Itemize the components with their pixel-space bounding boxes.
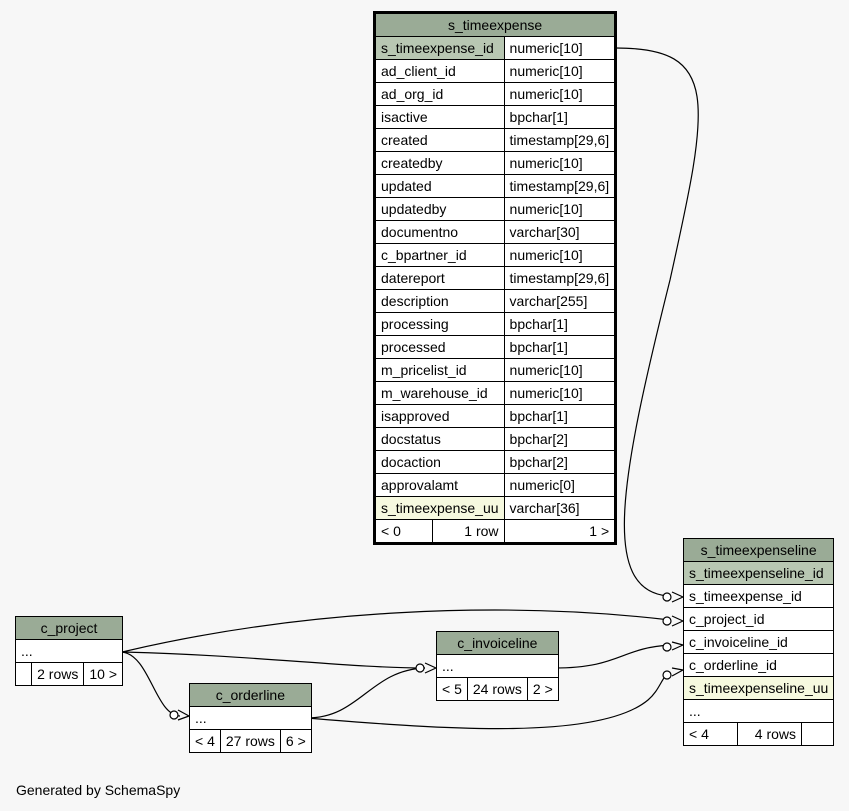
crowfoot-marker bbox=[671, 641, 684, 651]
column-name: createdby bbox=[374, 151, 505, 175]
column-name: approvalamt bbox=[374, 473, 505, 497]
more-columns: ... bbox=[682, 699, 835, 723]
column-type: numeric[10] bbox=[503, 59, 617, 83]
table-title[interactable]: c_invoiceline bbox=[436, 631, 559, 655]
row-count: 24 rows bbox=[466, 677, 528, 701]
column-name: s_timeexpense_id bbox=[374, 36, 505, 60]
column-name: s_timeexpenseline_id bbox=[682, 561, 835, 585]
column-name: updatedby bbox=[374, 197, 505, 221]
column-name: s_timeexpense_id bbox=[682, 584, 835, 608]
parents-count[interactable]: < 0 bbox=[374, 519, 433, 544]
table-title[interactable]: c_orderline bbox=[189, 683, 312, 707]
column-name: documentno bbox=[374, 220, 505, 244]
table-s-timeexpenseline[interactable]: s_timeexpenseline s_timeexpenseline_id s… bbox=[682, 538, 835, 746]
parents-count[interactable] bbox=[14, 662, 33, 686]
table-title[interactable]: c_project bbox=[15, 616, 123, 640]
link-project-to-orderline bbox=[121, 651, 181, 717]
column-name: c_project_id bbox=[682, 607, 835, 631]
children-count[interactable]: 2 > bbox=[526, 677, 559, 701]
column-name: updated bbox=[374, 174, 505, 198]
optional-marker bbox=[415, 663, 425, 673]
column-name: description bbox=[374, 289, 505, 313]
optional-marker bbox=[662, 670, 672, 680]
children-count[interactable]: 1 > bbox=[503, 519, 617, 544]
column-name: docstatus bbox=[374, 427, 505, 451]
parents-count[interactable]: < 5 bbox=[436, 677, 468, 701]
column-name: s_timeexpenseline_uu bbox=[682, 676, 835, 700]
column-type: bpchar[1] bbox=[503, 335, 617, 359]
more-columns: ... bbox=[436, 654, 559, 678]
column-name: docaction bbox=[374, 450, 505, 474]
column-name: c_orderline_id bbox=[682, 653, 835, 677]
column-type: varchar[30] bbox=[503, 220, 617, 244]
column-type: numeric[10] bbox=[503, 197, 617, 221]
table-title[interactable]: s_timeexpense bbox=[373, 12, 617, 37]
crowfoot-marker bbox=[177, 709, 190, 721]
table-c-orderline[interactable]: c_orderline ... < 4 27 rows 6 > bbox=[189, 683, 312, 753]
column-name: m_pricelist_id bbox=[374, 358, 505, 382]
column-type: numeric[10] bbox=[503, 381, 617, 405]
column-name: s_timeexpense_uu bbox=[374, 496, 505, 520]
column-type: bpchar[1] bbox=[503, 404, 617, 428]
column-type: timestamp[29,6] bbox=[503, 174, 617, 198]
crowfoot-marker bbox=[424, 662, 437, 674]
children-count[interactable] bbox=[800, 722, 835, 746]
column-type: bpchar[1] bbox=[503, 105, 617, 129]
optional-marker bbox=[169, 710, 179, 720]
column-name: m_warehouse_id bbox=[374, 381, 505, 405]
column-name: ad_org_id bbox=[374, 82, 505, 106]
link-project-to-invoiceline bbox=[121, 651, 426, 669]
crowfoot-marker bbox=[671, 591, 684, 603]
optional-marker bbox=[662, 642, 672, 652]
optional-marker bbox=[662, 616, 672, 626]
crowfoot-marker bbox=[671, 615, 684, 627]
more-columns: ... bbox=[15, 639, 123, 663]
column-type: timestamp[29,6] bbox=[503, 128, 617, 152]
column-name: ad_client_id bbox=[374, 59, 505, 83]
column-type: timestamp[29,6] bbox=[503, 266, 617, 290]
column-name: created bbox=[374, 128, 505, 152]
crowfoot-marker bbox=[671, 667, 684, 677]
column-name: processing bbox=[374, 312, 505, 336]
parents-count[interactable]: < 4 bbox=[683, 722, 738, 746]
column-name: datereport bbox=[374, 266, 505, 290]
row-count: 4 rows bbox=[737, 722, 802, 746]
row-count: 27 rows bbox=[219, 729, 281, 753]
table-c-project[interactable]: c_project ... 2 rows 10 > bbox=[14, 616, 123, 686]
optional-marker bbox=[662, 592, 672, 602]
column-type: bpchar[1] bbox=[503, 312, 617, 336]
column-type: numeric[10] bbox=[503, 243, 617, 267]
link-orderline-to-invoiceline bbox=[306, 667, 426, 719]
parents-count[interactable]: < 4 bbox=[189, 729, 221, 753]
column-type: numeric[10] bbox=[503, 36, 617, 60]
children-count[interactable]: 6 > bbox=[279, 729, 312, 753]
row-count: 1 row bbox=[432, 519, 505, 544]
column-type: numeric[0] bbox=[503, 473, 617, 497]
column-type: bpchar[2] bbox=[503, 427, 617, 451]
column-type: numeric[10] bbox=[503, 151, 617, 175]
column-type: numeric[10] bbox=[503, 358, 617, 382]
column-name: isapproved bbox=[374, 404, 505, 428]
column-name: processed bbox=[374, 335, 505, 359]
column-name: c_invoiceline_id bbox=[682, 630, 835, 654]
column-name: isactive bbox=[374, 105, 505, 129]
column-type: bpchar[2] bbox=[503, 450, 617, 474]
table-title[interactable]: s_timeexpenseline bbox=[682, 538, 835, 562]
link-timeexpense-to-line bbox=[615, 47, 699, 597]
link-invoiceline-to-line bbox=[553, 644, 671, 669]
column-type: numeric[10] bbox=[503, 82, 617, 106]
row-count: 2 rows bbox=[31, 662, 85, 686]
generated-by-footer: Generated by SchemaSpy bbox=[16, 782, 181, 798]
children-count[interactable]: 10 > bbox=[83, 662, 123, 686]
table-c-invoiceline[interactable]: c_invoiceline ... < 5 24 rows 2 > bbox=[436, 631, 559, 701]
column-name: c_bpartner_id bbox=[374, 243, 505, 267]
more-columns: ... bbox=[189, 706, 312, 730]
column-type: varchar[255] bbox=[503, 289, 617, 313]
column-type: varchar[36] bbox=[503, 496, 617, 520]
link-project-to-line bbox=[121, 609, 671, 653]
